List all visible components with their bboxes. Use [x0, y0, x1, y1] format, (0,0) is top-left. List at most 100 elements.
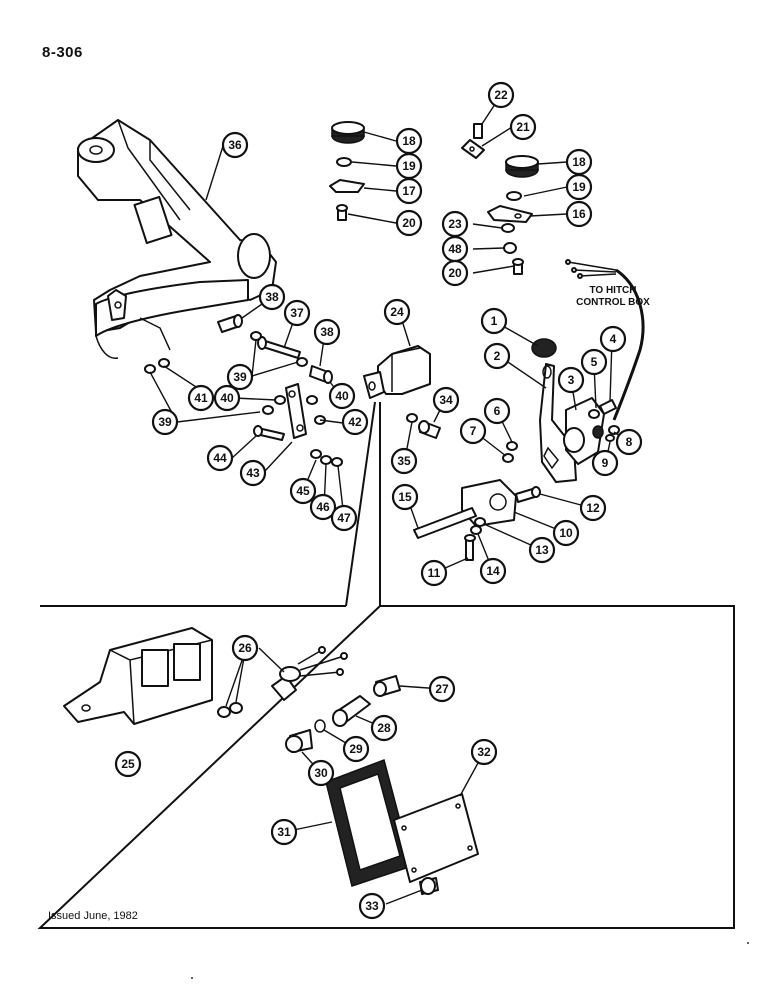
callout-40-left: 40 [213, 384, 241, 412]
svg-text:23: 23 [448, 217, 462, 231]
svg-text:35: 35 [397, 454, 411, 468]
svg-text:39: 39 [158, 415, 172, 429]
switch-body-25 [63, 627, 213, 725]
callout-17: 17 [395, 177, 423, 205]
callout-24: 24 [383, 298, 411, 326]
svg-text:27: 27 [435, 682, 449, 696]
svg-text:2: 2 [494, 349, 501, 363]
svg-text:16: 16 [572, 207, 586, 221]
callout-1: 1 [480, 307, 508, 335]
svg-text:19: 19 [402, 159, 416, 173]
bracket-16 [487, 205, 533, 223]
svg-text:42: 42 [348, 415, 362, 429]
callout-46: 46 [309, 493, 337, 521]
callout-41: 41 [187, 384, 215, 412]
svg-text:4: 4 [610, 332, 617, 346]
svg-text:22: 22 [494, 88, 508, 102]
knob-1 [531, 338, 557, 358]
callout-39-upper: 39 [226, 363, 254, 391]
svg-text:13: 13 [535, 543, 549, 557]
svg-text:48: 48 [448, 242, 462, 256]
hitch-note-line-1: TO HITCH [589, 285, 637, 296]
bolt-11-nuts-13-14 [464, 517, 486, 561]
callout-47: 47 [330, 504, 358, 532]
callout-28: 28 [370, 714, 398, 742]
pin-38-top [217, 314, 243, 333]
callout-38-mid: 38 [313, 318, 341, 346]
washer-19-right [506, 191, 522, 201]
callout-20-right: 20 [441, 259, 469, 287]
knob-18-left [331, 121, 365, 144]
callout-48: 48 [441, 235, 469, 263]
hitch-note: TO HITCH CONTROL BOX [563, 285, 663, 309]
callout-19-left: 19 [395, 152, 423, 180]
svg-text:10: 10 [559, 526, 573, 540]
svg-text:3: 3 [568, 373, 575, 387]
screw-33 [419, 877, 439, 895]
svg-text:6: 6 [494, 404, 501, 418]
svg-text:36: 36 [228, 138, 242, 152]
svg-text:33: 33 [365, 899, 379, 913]
nut-23-48 [501, 223, 517, 254]
svg-text:40: 40 [220, 391, 234, 405]
callout-19-right: 19 [565, 173, 593, 201]
harness-26 [217, 646, 348, 718]
svg-text:45: 45 [296, 484, 310, 498]
callout-12: 12 [579, 494, 607, 522]
callout-29: 29 [342, 735, 370, 763]
callout-6: 6 [483, 397, 511, 425]
gasket-31 [325, 759, 413, 887]
callout-7: 7 [459, 417, 487, 445]
svg-text:7: 7 [470, 424, 477, 438]
svg-text:8: 8 [626, 435, 633, 449]
callout-45: 45 [289, 477, 317, 505]
switch-24 [363, 345, 431, 399]
svg-text:30: 30 [314, 766, 328, 780]
washer-19-left [336, 157, 352, 167]
callout-16: 16 [565, 200, 593, 228]
callout-18-left: 18 [395, 127, 423, 155]
screw-22 [473, 123, 483, 139]
plunger-28 [332, 695, 371, 727]
callout-33: 33 [358, 892, 386, 920]
callout-42: 42 [341, 408, 369, 436]
svg-text:18: 18 [402, 134, 416, 148]
page-number: 8-306 [42, 44, 83, 61]
svg-text:31: 31 [277, 825, 291, 839]
callout-4: 4 [599, 325, 627, 353]
svg-text:40: 40 [335, 389, 349, 403]
o-ring-29 [314, 719, 326, 733]
bushing-30 [285, 729, 313, 753]
callout-20-left: 20 [395, 209, 423, 237]
svg-text:26: 26 [238, 641, 252, 655]
svg-text:34: 34 [439, 393, 453, 407]
bolt-37 [257, 336, 301, 359]
svg-text:24: 24 [390, 305, 404, 319]
callout-13: 13 [528, 536, 556, 564]
svg-text:41: 41 [194, 391, 208, 405]
callout-39-lower: 39 [151, 408, 179, 436]
bracket-17 [329, 179, 365, 193]
svg-text:21: 21 [516, 120, 530, 134]
pin-38-mid [309, 365, 333, 384]
bolt-44 [253, 425, 285, 441]
callout-11: 11 [420, 559, 448, 587]
callout-15: 15 [391, 483, 419, 511]
screw-20-left [336, 204, 348, 221]
callout-14: 14 [479, 557, 507, 585]
callout-3: 3 [557, 366, 585, 394]
svg-text:38: 38 [320, 325, 334, 339]
callout-36: 36 [221, 131, 249, 159]
svg-text:28: 28 [377, 721, 391, 735]
callout-37: 37 [283, 299, 311, 327]
bushing-27 [373, 675, 401, 697]
svg-text:5: 5 [591, 355, 598, 369]
hardware-6-9 [502, 425, 620, 463]
link-plate-43 [285, 383, 307, 439]
svg-text:9: 9 [602, 456, 609, 470]
svg-text:43: 43 [246, 466, 260, 480]
callout-44: 44 [206, 444, 234, 472]
wire-harness [565, 259, 645, 421]
callout-40-right: 40 [328, 382, 356, 410]
